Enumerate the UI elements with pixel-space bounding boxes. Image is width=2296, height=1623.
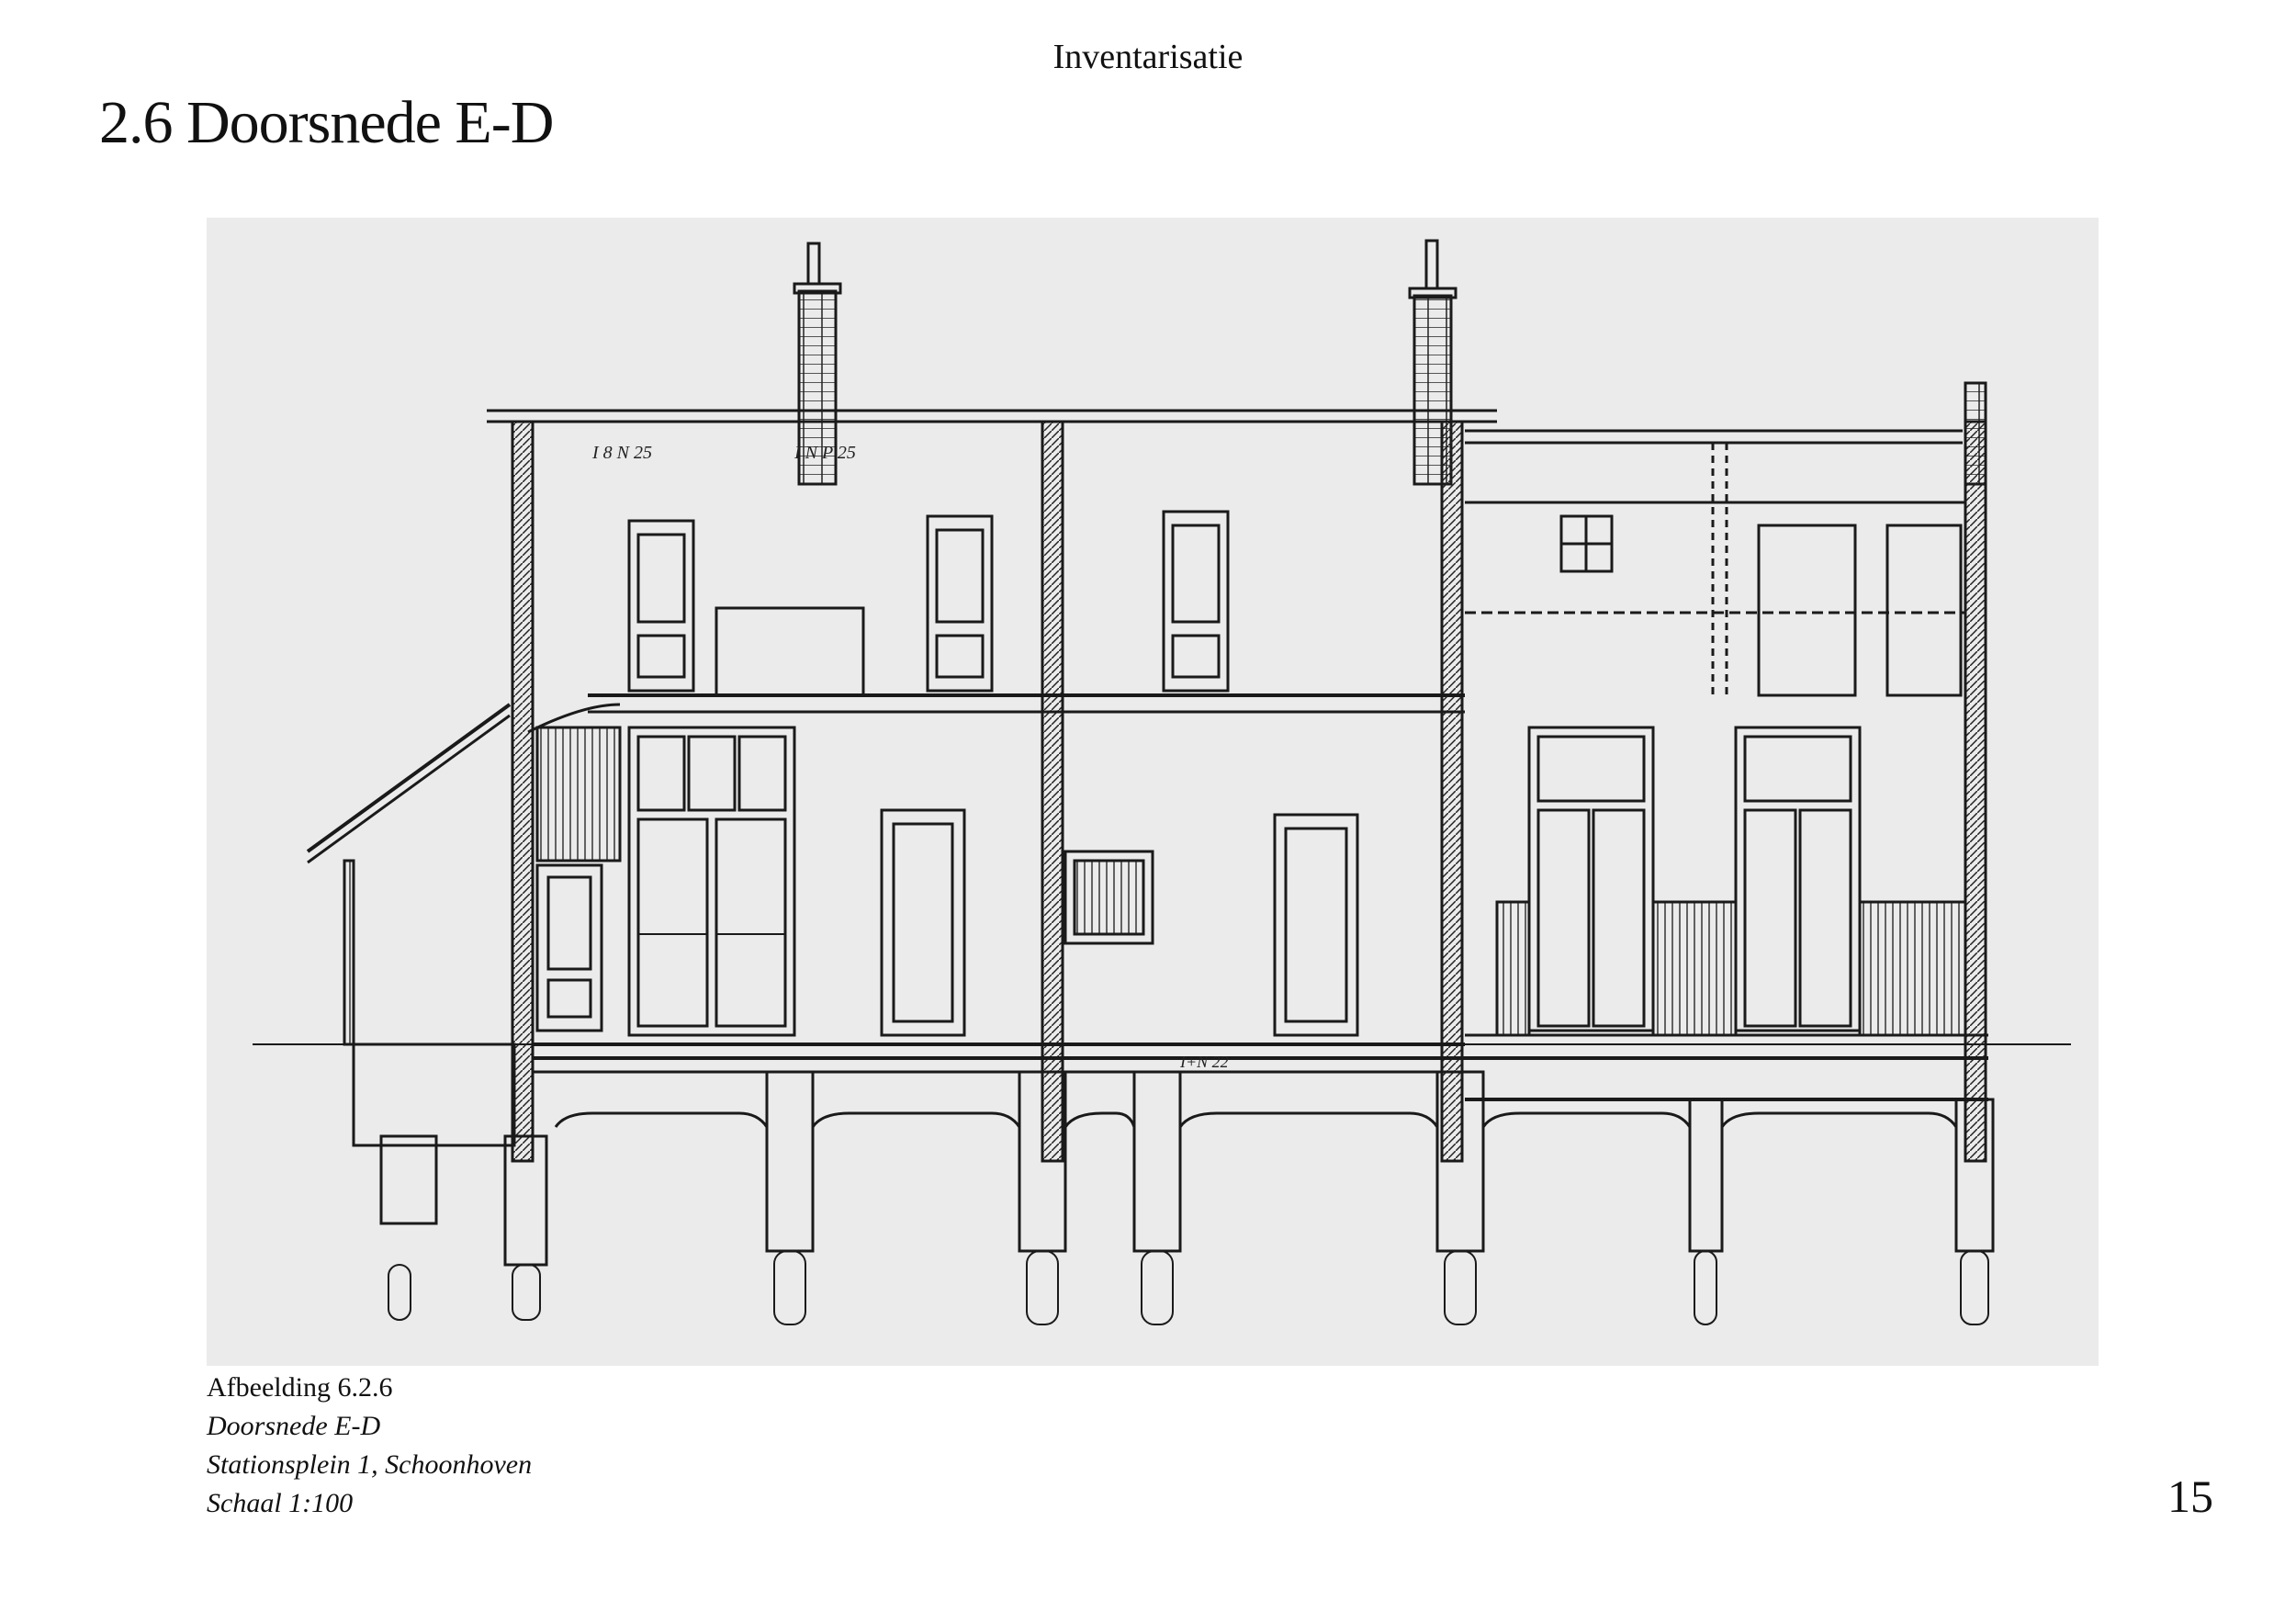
- caption-title: Doorsnede E-D: [207, 1411, 381, 1441]
- page-title: 2.6 Doorsnede E-D: [99, 89, 554, 156]
- pile-caps: [388, 1250, 1989, 1325]
- annotation-beam-1: I 8 N 25: [591, 443, 652, 463]
- section-header: Inventarisatie: [1052, 38, 1244, 76]
- caption-scale: Schaal 1:100: [207, 1488, 354, 1518]
- annotation-beam-3: I+N 22: [1179, 1053, 1229, 1071]
- page-number: 15: [2167, 1471, 2213, 1522]
- cross-section-drawing: I 8 N 25 I N P 25 I+N 22: [207, 218, 2099, 1366]
- ground-doors: [535, 726, 1862, 1037]
- upper-doors: [627, 510, 1230, 693]
- chimney-left: [793, 242, 842, 486]
- caption-label: Afbeelding 6.2.6: [207, 1372, 393, 1403]
- caption-address: Stationsplein 1, Schoonhoven: [207, 1449, 533, 1480]
- annotation-beam-2: I N P 25: [793, 443, 856, 463]
- figure-caption: Afbeelding 6.2.6 Doorsnede E-D Stationsp…: [207, 1369, 532, 1523]
